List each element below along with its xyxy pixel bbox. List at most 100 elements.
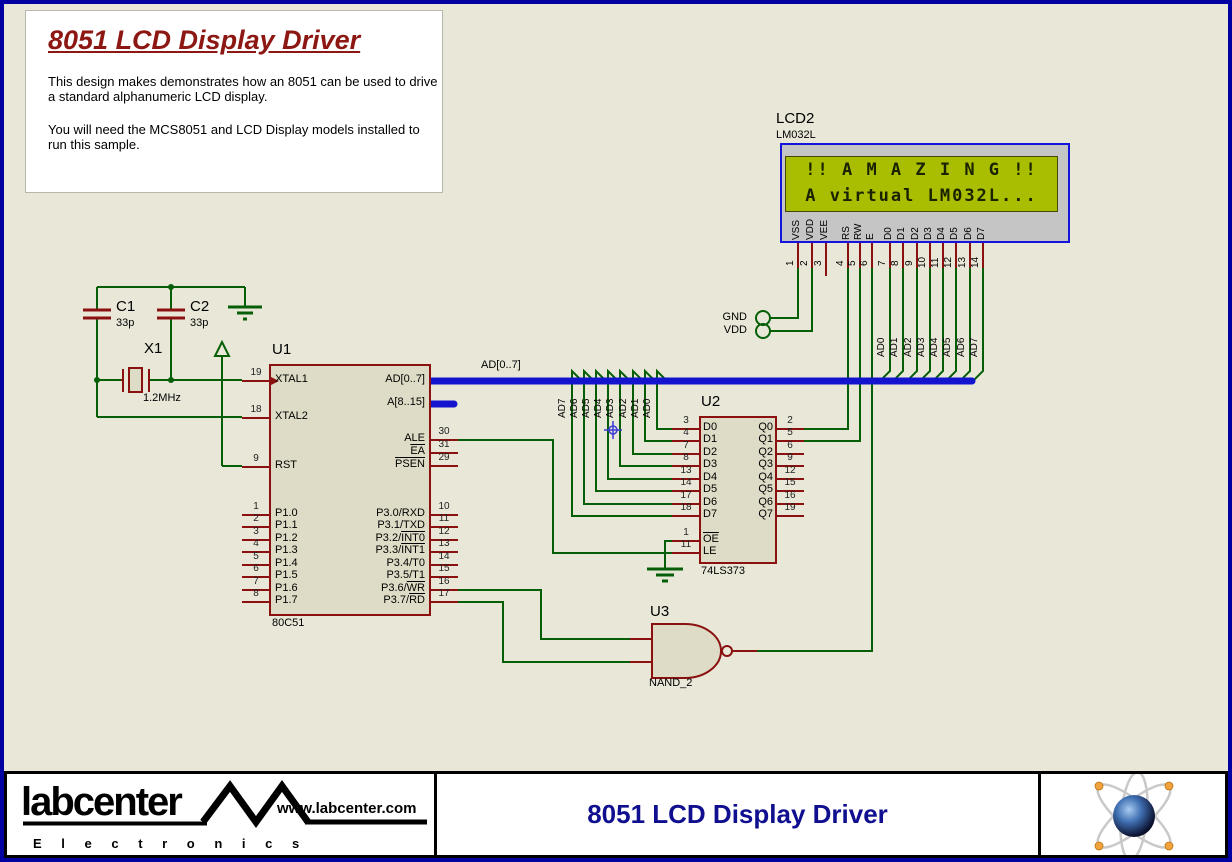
origin-marker-icon bbox=[604, 421, 622, 439]
u1-pin-name: XTAL2 bbox=[275, 410, 308, 422]
u1-pin-number: 8 bbox=[253, 588, 259, 599]
u1-pin-number: 30 bbox=[438, 426, 450, 437]
lcd-pin-name: D0 bbox=[883, 227, 894, 240]
c1-capacitor[interactable] bbox=[83, 308, 111, 320]
net-label: AD5 bbox=[581, 398, 592, 418]
inverter-bubble-icon bbox=[721, 645, 733, 657]
lcd-pin-name: VSS bbox=[791, 219, 802, 240]
u1-pin-number: 14 bbox=[438, 551, 450, 562]
u2-pin-number: 2 bbox=[787, 415, 793, 426]
lcd-pin-number: 12 bbox=[943, 256, 954, 268]
u1-pin-name: P1.6 bbox=[275, 582, 298, 594]
net-label: AD1 bbox=[889, 337, 900, 357]
labcenter-logo-text: labcenter bbox=[21, 780, 183, 824]
lcd-pin-name: D1 bbox=[896, 227, 907, 240]
lcd-display-module[interactable]: !! A M A Z I N G !! A virtual LM032L... bbox=[780, 143, 1070, 243]
u2-pin-number: 9 bbox=[787, 452, 793, 463]
xtal1-clock-arrow-icon bbox=[271, 377, 279, 385]
net-label: AD1 bbox=[630, 398, 641, 418]
u2-pin-number: 7 bbox=[683, 440, 689, 451]
u2-pin-number: 4 bbox=[683, 427, 689, 438]
u1-pin-name: P1.0 bbox=[275, 507, 298, 519]
u1-pin-name: XTAL1 bbox=[275, 373, 308, 385]
lcd-pin-name: D6 bbox=[963, 227, 974, 240]
u1-pin-name: P1.2 bbox=[275, 532, 298, 544]
u2-pin-name: Q2 bbox=[758, 446, 773, 458]
bus-label: AD[0..7] bbox=[481, 359, 521, 371]
u1-pin-number: 16 bbox=[438, 576, 450, 587]
lcd-pin-number: 11 bbox=[930, 257, 941, 268]
u2-pin-number: 15 bbox=[784, 477, 796, 488]
u2-pin-name: Q4 bbox=[758, 471, 773, 483]
logic-terminals[interactable] bbox=[755, 310, 771, 339]
u1-pin-name: P3.2/INT0 bbox=[375, 532, 425, 544]
design-notes-block: 8051 LCD Display Driver This design make… bbox=[25, 10, 443, 193]
u1-mcu-body[interactable] bbox=[269, 364, 431, 616]
lcd-pin-number: 14 bbox=[970, 256, 981, 268]
u2-pin-number: 3 bbox=[683, 415, 689, 426]
u2-pin-name: D2 bbox=[703, 446, 718, 458]
u1-pin-number: 4 bbox=[253, 538, 259, 549]
u2-value: 74LS373 bbox=[701, 565, 746, 577]
u1-ref: U1 bbox=[272, 341, 292, 358]
u3-ref: U3 bbox=[650, 603, 670, 620]
wires bbox=[96, 268, 984, 663]
net-label: AD0 bbox=[642, 398, 653, 418]
vdd-terminal-label: VDD bbox=[723, 324, 747, 336]
u2-pin-name: D5 bbox=[703, 483, 718, 495]
u1-pin-name: RST bbox=[275, 459, 297, 471]
u1-pin-number: 9 bbox=[253, 453, 259, 464]
u2-pin-number: 8 bbox=[683, 452, 689, 463]
u2-latch-body[interactable] bbox=[699, 416, 777, 564]
u1-pin-number: 31 bbox=[438, 439, 450, 450]
u1-pin-name: P3.7/RD bbox=[383, 594, 425, 606]
u2-pin-number: 16 bbox=[784, 490, 796, 501]
u1-pin-number: 10 bbox=[438, 501, 450, 512]
u1-pin-number: 15 bbox=[438, 563, 450, 574]
u1-pin-number: 29 bbox=[438, 452, 450, 463]
u2-pin-name: D7 bbox=[703, 508, 718, 520]
u2-pin-name: D1 bbox=[703, 433, 718, 445]
u1-pin-name: P1.5 bbox=[275, 569, 298, 581]
c2-ref: C2 bbox=[190, 298, 210, 315]
lcd-pin-number: 10 bbox=[917, 256, 928, 268]
net-label: AD7 bbox=[969, 337, 980, 357]
u1-pin-name: P1.4 bbox=[275, 557, 298, 569]
c2-value: 33p bbox=[190, 317, 209, 329]
lcd-text-line-1: !! A M A Z I N G !! bbox=[805, 160, 1038, 180]
u1-pin-name: P3.5/T1 bbox=[386, 569, 425, 581]
u2-pin-name: D3 bbox=[703, 458, 718, 470]
schematic-canvas bbox=[83, 243, 984, 679]
c2-capacitor[interactable] bbox=[157, 308, 185, 320]
u3-nand-gate[interactable] bbox=[651, 623, 733, 679]
u2-ref: U2 bbox=[701, 393, 721, 410]
u1-pin-name: P1.3 bbox=[275, 544, 298, 556]
net-label: AD7 bbox=[557, 398, 568, 418]
u2-pin-name: Q5 bbox=[758, 483, 773, 495]
u1-pin-number: 2 bbox=[253, 513, 259, 524]
u1-pin-name: P1.1 bbox=[275, 519, 298, 531]
u2-pin-name: Q3 bbox=[758, 458, 773, 470]
net-label: AD2 bbox=[903, 337, 914, 357]
u1-pin-name: AD[0..7] bbox=[385, 373, 425, 385]
lcd-value: LM032L bbox=[776, 129, 816, 141]
power-terminal[interactable] bbox=[213, 339, 231, 357]
lcd-pin-number: 3 bbox=[813, 260, 824, 266]
u1-pin-number: 7 bbox=[253, 576, 259, 587]
u1-pin-name: P3.1/TXD bbox=[377, 519, 425, 531]
lcd-pin-name: VEE bbox=[819, 219, 830, 240]
u2-pin-name: LE bbox=[703, 545, 717, 557]
u1-pin-name: P3.3/INT1 bbox=[375, 544, 425, 556]
banner-logo-cell: labcenter www.labcenter.com E l e c t r … bbox=[4, 771, 437, 858]
u1-pin-number: 19 bbox=[250, 367, 262, 378]
lcd-pin-number: 1 bbox=[785, 260, 796, 266]
ground-symbol[interactable] bbox=[228, 305, 683, 583]
x1-crystal[interactable] bbox=[121, 367, 150, 393]
u2-pin-number: 14 bbox=[680, 477, 692, 488]
lcd-pin-name: D5 bbox=[949, 227, 960, 240]
banner-logo-cell-right bbox=[1038, 771, 1228, 858]
labcenter-url: www.labcenter.com bbox=[277, 800, 417, 817]
u2-pin-name: Q7 bbox=[758, 508, 773, 520]
u2-pin-number: 1 bbox=[683, 527, 689, 538]
net-label: AD5 bbox=[942, 337, 953, 357]
